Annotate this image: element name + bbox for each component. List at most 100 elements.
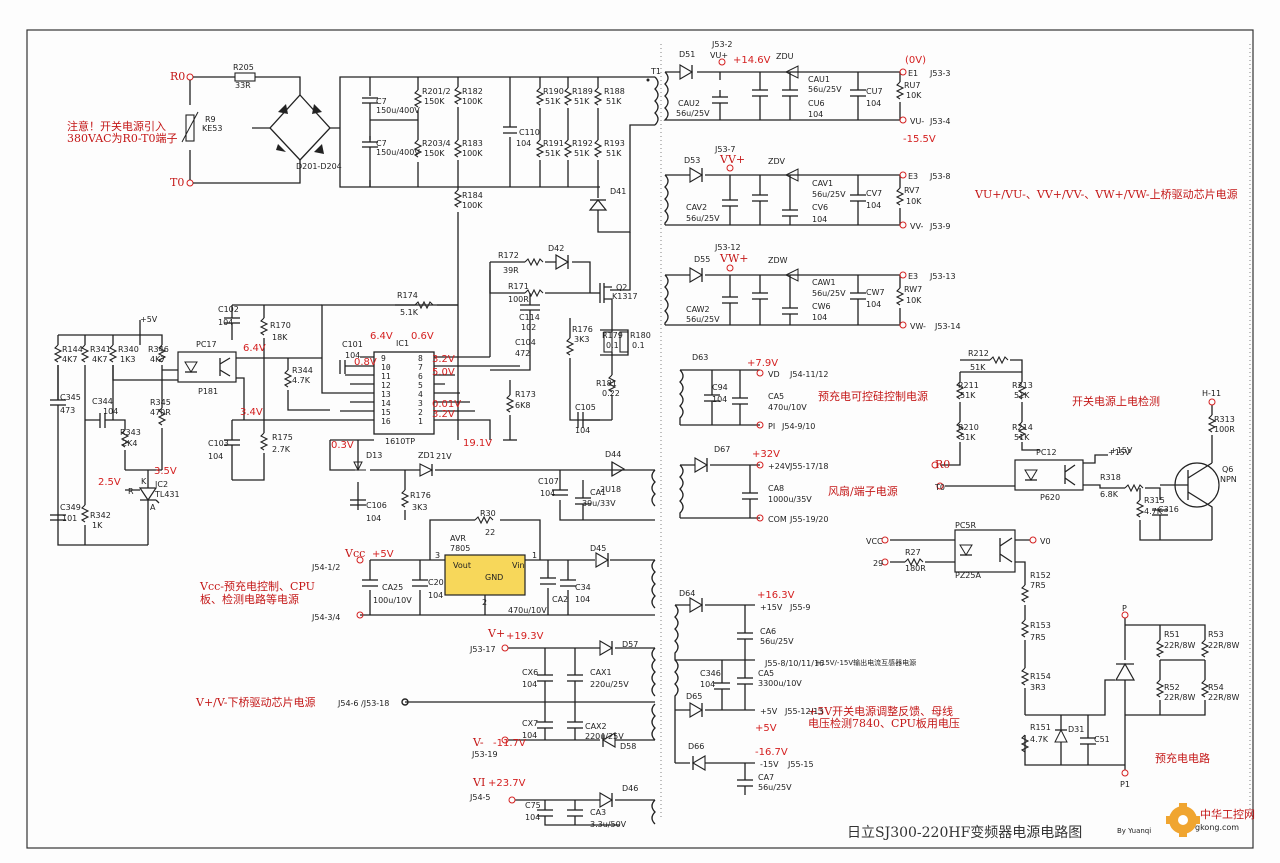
- label-r184: R184: [462, 191, 483, 200]
- label-r173: R173: [515, 390, 536, 399]
- value-r53: 22R/8W: [1208, 641, 1240, 650]
- ic1-pin-5: 5: [418, 381, 423, 390]
- label-ca5b: CA5: [758, 669, 774, 678]
- value-cx7: 104: [522, 731, 537, 740]
- value-cu7: 104: [866, 99, 881, 108]
- value-r342: 1K: [92, 521, 103, 530]
- value-r210: 51K: [960, 433, 976, 442]
- value-cau1: 56u/25V: [808, 85, 842, 94]
- value-c345: 473: [60, 406, 75, 415]
- value-r9: KE53: [202, 124, 222, 133]
- avr-pin-1: 1: [532, 551, 537, 560]
- terminal-j53-8: J53-8: [929, 172, 951, 181]
- label-caw2: CAW2: [686, 305, 710, 314]
- value-r30: 22: [485, 528, 495, 537]
- label-ca3: CA3: [590, 808, 606, 817]
- value-ca6: 56u/25V: [760, 637, 794, 646]
- value-r27: 180R: [905, 564, 926, 573]
- value-c344: 104: [103, 407, 118, 416]
- value-r191: 51K: [545, 149, 561, 158]
- terminal-j54-1-2: J54-1/2: [311, 563, 340, 572]
- value-ca3: 3.3u/50V: [590, 820, 627, 829]
- value-r144: 4K7: [62, 355, 77, 364]
- label-c114: C114: [519, 313, 540, 322]
- value-rv7: 10K: [906, 197, 922, 206]
- terminal-t0: T0: [170, 176, 184, 189]
- value-r184: 100K: [462, 201, 483, 210]
- terminal-vw-plus: VW+: [719, 252, 748, 265]
- voltage-m15-5: -15.5V: [903, 134, 936, 145]
- value-ca1: 39u/33V: [582, 499, 616, 508]
- ic1-pin-3: 3: [418, 399, 423, 408]
- label-r315: R315: [1144, 496, 1165, 505]
- value-r205: 33R: [235, 81, 251, 90]
- label-r54: R54: [1208, 683, 1224, 692]
- voltage-3-5: 3.5V: [154, 466, 177, 477]
- terminal-j53-14: J53-14: [934, 322, 961, 331]
- value-caw2: 56u/25V: [686, 315, 720, 324]
- label-r340: R340: [118, 345, 139, 354]
- label-ca2: CA2: [552, 595, 568, 604]
- label-r53: R53: [1208, 630, 1224, 639]
- terminal-minus15v: -15V: [760, 760, 779, 769]
- aux-vcc-section: [329, 439, 656, 619]
- terminal-p1: P1: [1120, 780, 1130, 789]
- ic2-pin-a: A: [150, 503, 156, 512]
- label-c94: C94: [712, 383, 728, 392]
- value-c104: 472: [515, 349, 530, 358]
- ic2-pin-k: K: [141, 477, 147, 486]
- terminal-vu-minus: VU-: [910, 117, 924, 126]
- label-cv7: CV7: [866, 189, 882, 198]
- ic1-pin-16: 16: [381, 417, 391, 426]
- value-r51: 22R/8W: [1164, 641, 1196, 650]
- label-r179: R179: [602, 331, 623, 340]
- label-r345: R345: [150, 398, 171, 407]
- note-drive-supply: VU+/VU-、VV+/VV-、VW+/VW-上桥驱动芯片电源: [974, 187, 1238, 201]
- label-c107: C107: [538, 477, 559, 486]
- label-pc17: PC17: [196, 340, 217, 349]
- watermark-gear-icon: [1166, 803, 1200, 837]
- label-c102: C102: [218, 305, 239, 314]
- watermark-url: gkong.com: [1195, 823, 1239, 832]
- terminal-e3a: E3: [908, 172, 918, 181]
- value-r201-2: 150K: [424, 97, 445, 106]
- label-c346: C346: [700, 669, 721, 678]
- value-r313: 100R: [1214, 425, 1235, 434]
- label-r201-2: R201/2: [422, 87, 451, 96]
- note-power-detect: 开关电源上电检测: [1072, 394, 1160, 408]
- value-c7b: 150u/400V: [376, 148, 420, 157]
- terminal-j53-2: J53-2: [711, 40, 733, 49]
- label-gnd: GND: [485, 573, 503, 582]
- vplus-vminus-section: [401, 640, 656, 826]
- value-r175: 2.7K: [272, 445, 291, 454]
- terminal-vv-plus: VV+: [719, 153, 745, 166]
- value-q6: NPN: [1220, 475, 1237, 484]
- value-c110: 104: [516, 139, 531, 148]
- value-cav1: 56u/25V: [812, 190, 846, 199]
- label-pc5r: PC5R: [955, 521, 977, 530]
- voltage-19-3: +19.3V: [506, 631, 544, 642]
- voltage-0-6: 0.6V: [411, 331, 434, 342]
- note-precharge-circuit: 预充电电路: [1155, 751, 1210, 765]
- value-caw1: 56u/25V: [812, 289, 846, 298]
- label-r190: R190: [543, 87, 564, 96]
- ic1-pin-2: 2: [418, 408, 423, 417]
- label-d64: D64: [679, 589, 695, 598]
- voltage-vu: +14.6V: [733, 55, 771, 66]
- label-d57: D57: [622, 640, 638, 649]
- label-ru7: RU7: [904, 81, 921, 90]
- label-d46: D46: [622, 784, 638, 793]
- terminal-e3b: E3: [908, 272, 918, 281]
- ic1-pin-6: 6: [418, 372, 423, 381]
- terminal-plus5v: +5V: [760, 707, 778, 716]
- label-r176: R176: [572, 325, 593, 334]
- label-d58: D58: [620, 742, 636, 751]
- precharge-circuit: [881, 529, 1210, 777]
- label-cax2: CAX2: [585, 722, 607, 731]
- voltage-0-8: 0.8V: [354, 357, 377, 368]
- label-r344: R344: [292, 366, 313, 375]
- label-d41: D41: [610, 187, 626, 196]
- value-ic2: TL431: [154, 490, 180, 499]
- value-cx6: 104: [522, 680, 537, 689]
